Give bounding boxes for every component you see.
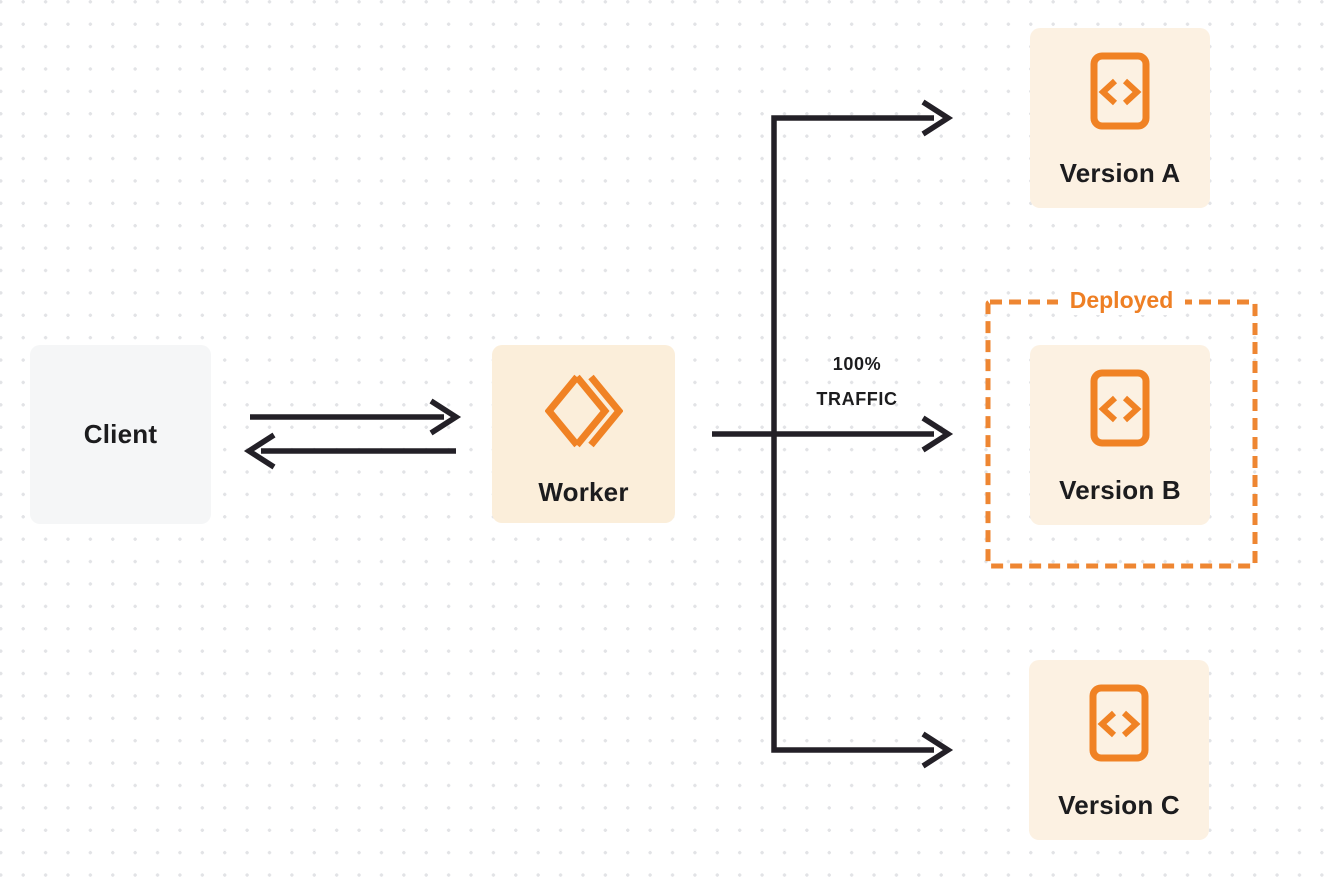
code-file-outline (1090, 369, 1150, 447)
code-left-bracket (1098, 395, 1118, 423)
code-file-icon (1090, 52, 1150, 130)
arrowhead-worker-to-version-b (921, 415, 954, 453)
code-file-outline (1090, 52, 1150, 130)
traffic-word: TRAFFIC (816, 389, 898, 409)
client-label: Client (83, 419, 158, 449)
arrowhead-to-version-a (921, 99, 954, 137)
node-version-c: Version C (1029, 660, 1209, 840)
code-right-bracket (1121, 710, 1141, 738)
code-left-bracket (1097, 710, 1117, 738)
version-b-label: Version B (1059, 475, 1181, 505)
traffic-annotation: 100% TRAFFIC (777, 347, 937, 417)
node-version-b: Version B (1030, 345, 1210, 525)
node-worker: Worker (492, 345, 675, 523)
cloudflare-workers-icon (544, 374, 623, 448)
arrowhead-to-version-c (921, 731, 954, 769)
node-client: Client (30, 345, 211, 524)
workers-icon-left-chevron (544, 374, 580, 448)
version-c-label: Version C (1058, 790, 1180, 820)
worker-label: Worker (538, 477, 629, 507)
code-file-icon (1090, 369, 1150, 447)
node-version-a: Version A (1030, 28, 1210, 208)
code-left-bracket (1098, 78, 1118, 106)
code-right-bracket (1122, 395, 1142, 423)
arrowhead-worker-to-client (243, 432, 276, 470)
workers-icon-right-chevron (587, 374, 623, 448)
arrowhead-client-to-worker (429, 398, 462, 436)
branch-trunk-line (771, 115, 934, 753)
code-file-icon (1089, 684, 1149, 762)
version-a-label: Version A (1059, 158, 1181, 188)
code-right-bracket (1122, 78, 1142, 106)
traffic-percent: 100% (832, 354, 882, 374)
code-file-outline (1089, 684, 1149, 762)
workers-icon-mid-chevron (573, 374, 610, 448)
